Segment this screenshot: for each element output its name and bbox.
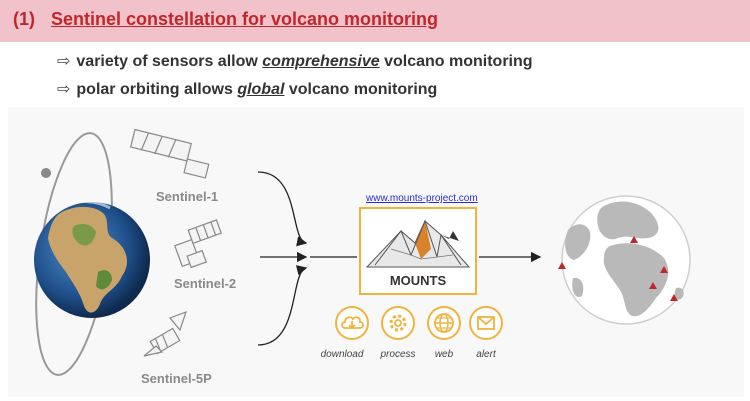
volcano-marker-icon xyxy=(670,294,678,301)
volcano-marker-icon xyxy=(649,282,657,289)
sentinel-2-label: Sentinel-2 xyxy=(174,276,237,291)
arrow-sentinel-5p xyxy=(257,265,308,346)
bullet-emphasis: comprehensive xyxy=(262,53,380,70)
orbit-satellite-dot xyxy=(41,168,51,178)
slide-header: (1) Sentinel constellation for volcano m… xyxy=(0,0,750,42)
bullet-text: volcano monitoring xyxy=(379,53,533,70)
web-button[interactable] xyxy=(427,306,461,340)
gear-icon xyxy=(389,314,407,332)
volcano-marker-icon xyxy=(558,262,566,269)
envelope-icon xyxy=(477,316,495,330)
alert-button[interactable] xyxy=(469,306,503,340)
sentinel-5p-label: Sentinel-5P xyxy=(141,371,212,386)
section-number: (1) xyxy=(13,9,35,29)
process-button[interactable] xyxy=(381,306,415,340)
volcano-marker-icon xyxy=(660,266,668,273)
download-label: download xyxy=(320,349,364,360)
sentinel-2-icon xyxy=(174,219,223,269)
sentinel-1-icon xyxy=(129,128,210,179)
bullet-text: variety of sensors allow xyxy=(76,53,263,70)
process-label: process xyxy=(380,349,416,360)
bullet-text: polar orbiting allows xyxy=(76,81,238,98)
bullet-text: volcano monitoring xyxy=(284,81,438,98)
globe-icon xyxy=(434,313,454,333)
mounts-logo-box: MOUNTS xyxy=(359,207,477,295)
arrow-icon: ⇨ xyxy=(57,81,71,98)
cloud-download-icon xyxy=(341,316,364,330)
arrow-icon: ⇨ xyxy=(57,53,71,70)
sentinel-1-label: Sentinel-1 xyxy=(156,189,219,204)
arrow-sentinel-1 xyxy=(257,171,308,247)
sentinel-5p-icon xyxy=(143,310,187,357)
volcano-marker-icon xyxy=(630,236,638,243)
mounts-label: MOUNTS xyxy=(389,273,447,288)
web-label: web xyxy=(434,349,454,360)
mountain-logo-icon xyxy=(365,219,471,268)
mounts-project-link[interactable]: www.mounts-project.com xyxy=(366,193,478,204)
bullet-emphasis: global xyxy=(237,81,285,98)
bullet-global: ⇨ polar orbiting allows global volcano mo… xyxy=(57,79,437,99)
earth-globe-icon xyxy=(34,200,150,318)
slide-title: Sentinel constellation for volcano monit… xyxy=(51,9,439,29)
world-map-globe-icon xyxy=(558,195,691,325)
bullet-comprehensive: ⇨variety of sensors allow comprehensive … xyxy=(57,51,533,71)
download-button[interactable] xyxy=(335,306,369,340)
alert-label: alert xyxy=(476,349,496,360)
